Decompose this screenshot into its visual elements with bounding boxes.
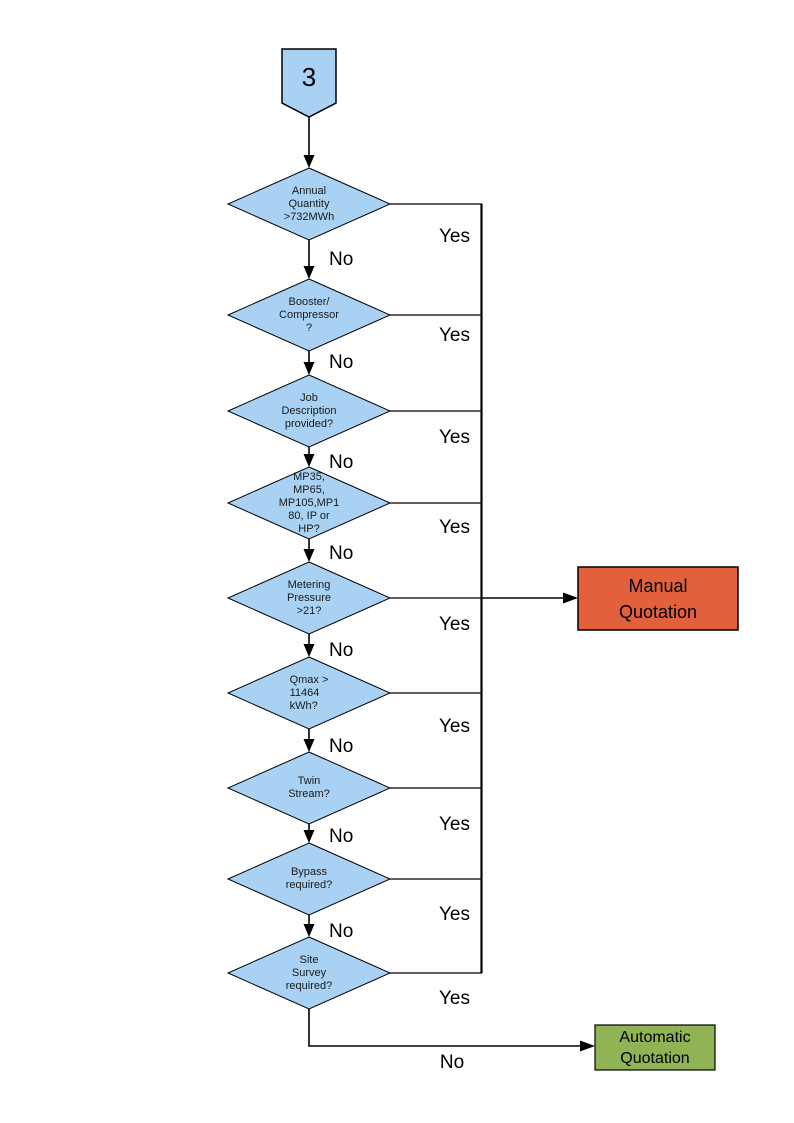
automatic-quotation-box [594,1024,716,1071]
yes-label-booster-compressor: Yes [439,325,470,346]
no-label-metering-pressure: No [329,640,354,661]
decision-label-bypass: Bypass required? [285,866,333,891]
decision-label-meter-type: MP35, MP65, MP105,MP1 80, IP or HP? [278,470,340,535]
decision-label-twin-stream: Twin Stream? [288,775,330,800]
decision-diamond-qmax [226,656,392,730]
no-label-site-survey: No [439,1052,465,1073]
decision-label-annual-quantity: Annual Quantity >732MWh [283,184,335,223]
yes-label-bypass: Yes [439,904,470,925]
yes-label-meter-type: Yes [439,517,470,538]
down-arrowhead-2 [303,266,315,279]
offpage-connector-label: 3 [301,61,317,92]
down-arrowhead-1 [303,155,315,168]
decision-label-metering-pressure: Metering Pressure >21? [286,578,332,617]
down-arrowhead-6 [303,644,315,657]
offpage-connector-shape [281,48,337,118]
decision-diamond-twin-stream [226,751,392,825]
no-label-bypass: No [329,921,354,942]
manual-quotation-label: Manual Quotation [618,575,698,622]
down-arrowhead-7 [303,739,315,752]
decision-diamond-bypass [226,842,392,916]
automatic-quotation-arrow-line [308,1009,582,1047]
yes-label-annual-quantity: Yes [439,226,470,247]
decision-diamond-meter-type [226,466,392,540]
yes-label-qmax: Yes [439,716,470,737]
automatic-quotation-label: Automatic Quotation [619,1028,691,1067]
yes-label-twin-stream: Yes [439,814,470,835]
decision-label-qmax: Qmax > 11464 kWh? [289,673,329,712]
yes-label-metering-pressure: Yes [439,614,470,635]
decision-label-booster-compressor: Booster/ Compressor ? [279,295,339,334]
decision-diamond-annual-quantity [226,167,392,241]
decision-label-site-survey: Site Survey required? [285,953,333,992]
no-label-meter-type: No [329,543,354,564]
decision-label-job-description: Job Description provided? [281,391,337,430]
yes-label-site-survey: Yes [439,988,470,1009]
yes-label-job-description: Yes [439,427,470,448]
down-arrowhead-4 [303,454,315,467]
no-label-annual-quantity: No [329,249,354,270]
down-arrowhead-9 [303,924,315,937]
automatic-quotation-arrowhead [580,1040,595,1052]
down-arrowhead-3 [303,362,315,375]
no-label-twin-stream: No [329,826,354,847]
decision-diamond-site-survey [226,936,392,1010]
down-arrowhead-8 [303,830,315,843]
no-label-booster-compressor: No [329,352,354,373]
decision-diamond-job-description [226,374,392,448]
decision-diamond-booster-compressor [226,278,392,352]
no-label-qmax: No [329,736,354,757]
manual-quotation-box [577,566,739,631]
no-label-job-description: No [329,452,354,473]
down-arrowhead-5 [303,549,315,562]
decision-diamond-metering-pressure [226,561,392,635]
manual-quotation-arrowhead [563,592,578,604]
